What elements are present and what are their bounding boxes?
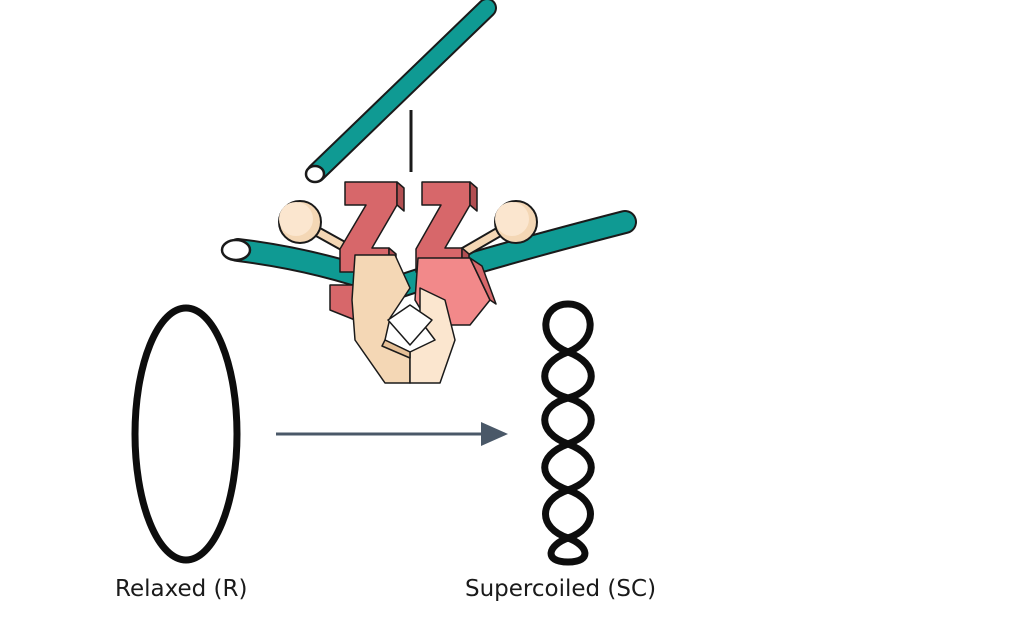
transport-dna-segment <box>304 0 497 184</box>
supercoiled-label: Supercoiled (SC) <box>465 576 657 602</box>
relaxed-dna-loop <box>131 304 241 564</box>
enzyme-body <box>351 254 456 384</box>
relaxed-label: Relaxed (R) <box>115 576 248 602</box>
supercoiled-dna <box>541 300 595 566</box>
